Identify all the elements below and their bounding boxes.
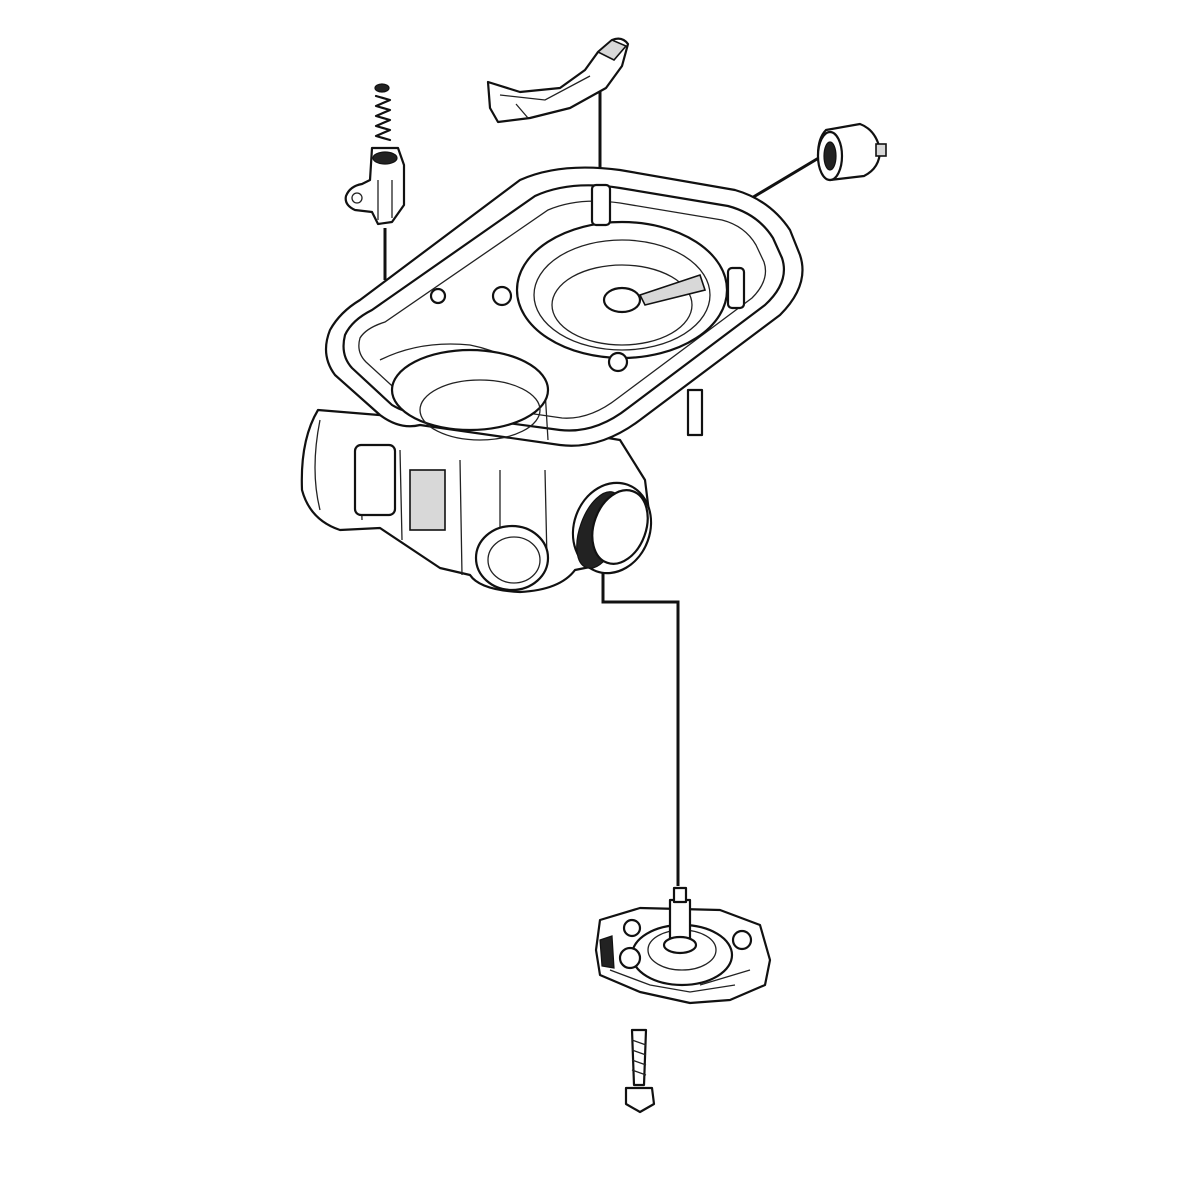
leader-line-plug bbox=[744, 154, 823, 204]
spring-screw-icon bbox=[374, 83, 392, 142]
bracket-icon bbox=[486, 37, 630, 124]
pump-motor-icon bbox=[594, 886, 772, 1005]
screw-icon bbox=[624, 1028, 656, 1114]
sump-housing-icon bbox=[300, 166, 804, 594]
sensor-icon bbox=[344, 146, 406, 226]
leader-line-pump bbox=[601, 568, 680, 886]
plug-icon bbox=[816, 122, 887, 182]
